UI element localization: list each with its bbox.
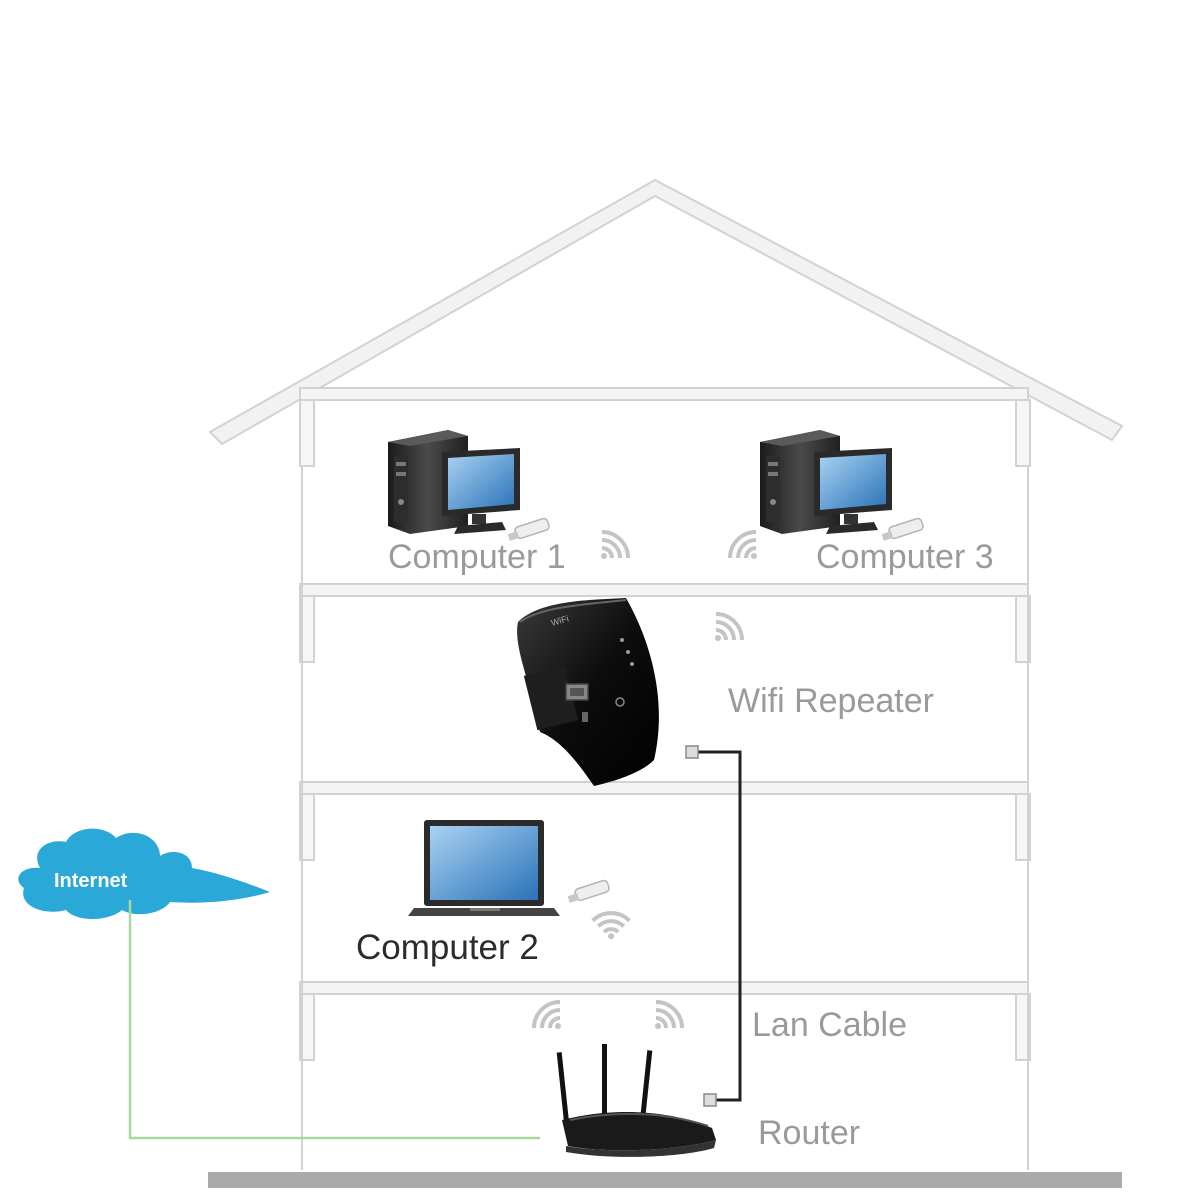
router-icon [556, 1044, 716, 1157]
ground-line [208, 1172, 1122, 1188]
desktop-computer-icon [388, 430, 520, 534]
cloud-icon [18, 828, 270, 919]
desktop-computer-icon [760, 430, 892, 534]
label-wifi-repeater: Wifi Repeater [728, 682, 934, 720]
svg-text:WiFi: WiFi [550, 613, 570, 628]
house-roof [208, 178, 1124, 446]
wifi-signal-icon [713, 612, 744, 643]
laptop-icon [408, 820, 560, 916]
wifi-signal-icon [653, 1000, 684, 1031]
internet-line [128, 900, 540, 1140]
wifi-repeater-icon: WiFi [517, 598, 659, 786]
wifi-signal-icon [728, 530, 759, 561]
label-router: Router [758, 1114, 861, 1152]
lan-port-icon [685, 745, 717, 1107]
wifi-signal-icon [532, 1000, 563, 1031]
label-computer-3: Computer 3 [816, 538, 994, 576]
house-walls [299, 399, 1031, 1170]
label-lan-cable: Lan Cable [752, 1006, 908, 1044]
label-internet: Internet [54, 870, 128, 892]
wifi-signal-icon [592, 902, 630, 940]
wifi-signal-icon [599, 530, 630, 561]
lan-cable [694, 750, 742, 1102]
label-computer-1: Computer 1 [388, 538, 566, 576]
label-computer-2: Computer 2 [356, 928, 539, 967]
usb-wifi-adapter-icon [566, 878, 611, 904]
